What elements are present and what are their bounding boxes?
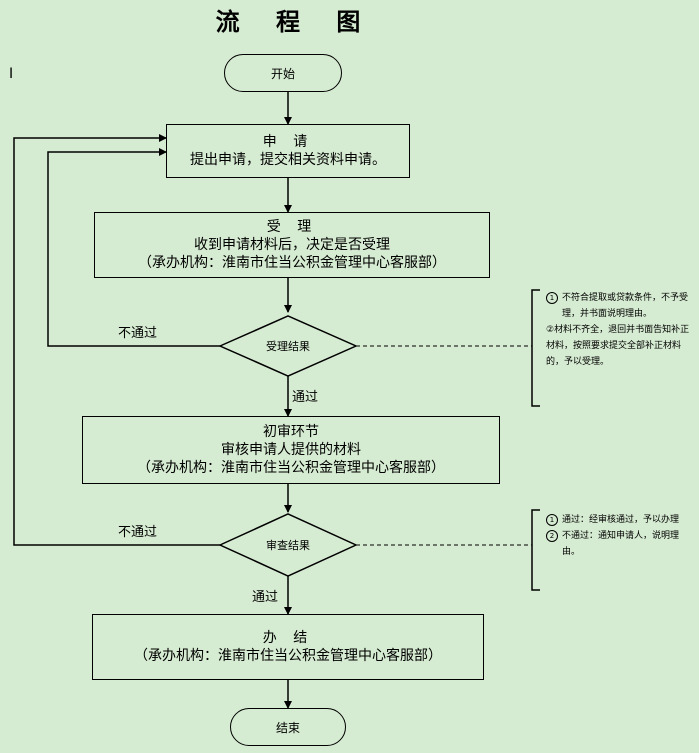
note-accept-bracket xyxy=(531,289,540,407)
review-title: 初审环节 xyxy=(263,424,319,440)
accept-node: 受 理 收到申请材料后，决定是否受理 （承办机构：淮南市住当公积金管理中心客服部… xyxy=(94,212,490,278)
apply-desc: 提出申请，提交相关资料申请。 xyxy=(190,152,386,168)
page-title: 流 程 图 xyxy=(215,8,375,36)
accept-note-item-2: ②材料不齐全，退回并书面告知补正材料，按照要求提交全部补正材料的，予以受理。 xyxy=(546,325,690,367)
accept-result-label-box: 受理结果 xyxy=(240,336,336,356)
loop-review-fail xyxy=(13,134,220,546)
accept-title: 受 理 xyxy=(266,219,318,235)
handle-title: 办 结 xyxy=(262,630,314,646)
handle-node: 办 结 （承办机构：淮南市住当公积金管理中心客服部） xyxy=(92,614,484,680)
review-result-label: 审查结果 xyxy=(266,539,310,552)
review-org: （承办机构：淮南市住当公积金管理中心客服部） xyxy=(137,460,445,476)
review-note: 1 通过：经审核通过，予以办理 2 不通过：通知申请人，说明理由。 xyxy=(546,512,692,560)
edge-label-fail-review: 不通过 xyxy=(118,525,158,540)
apply-node: 申 请 提出申请，提交相关资料申请。 xyxy=(166,124,410,178)
note-review-bracket xyxy=(531,509,540,591)
edge-label-pass-accept: 通过 xyxy=(292,390,319,405)
end-node: 结束 xyxy=(230,708,346,746)
note-number-badge: 1 xyxy=(546,514,558,526)
start-node: 开始 xyxy=(224,54,342,92)
start-label: 开始 xyxy=(270,66,295,81)
note-number-badge: 1 xyxy=(546,292,558,304)
apply-title: 申 请 xyxy=(262,134,314,150)
edge-label-fail-accept: 不通过 xyxy=(118,326,158,341)
review-node: 初审环节 审核申请人提供的材料 （承办机构：淮南市住当公积金管理中心客服部） xyxy=(82,416,500,484)
review-note-item-2: 不通过：通知申请人，说明理由。 xyxy=(562,531,680,557)
review-desc: 审核申请人提供的材料 xyxy=(221,442,361,458)
accept-org: （承办机构：淮南市住当公积金管理中心客服部） xyxy=(138,255,446,271)
end-label: 结束 xyxy=(275,720,300,735)
edge-label-pass-review: 通过 xyxy=(252,590,279,605)
note-number-badge: 2 xyxy=(546,530,558,542)
accept-note: 1 不符合提取或贷款条件，不予受理，并书面说明理由。 ②材料不齐全，退回并书面告… xyxy=(546,290,696,370)
handle-org: （承办机构：淮南市住当公积金管理中心客服部） xyxy=(134,648,442,664)
loop-accept-fail xyxy=(47,148,220,347)
accept-note-item-1: 不符合提取或贷款条件，不予受理，并书面说明理由。 xyxy=(562,293,689,319)
accept-desc: 收到申请材料后，决定是否受理 xyxy=(194,237,390,253)
margin-marker: I xyxy=(9,66,14,82)
accept-result-label: 受理结果 xyxy=(266,340,310,353)
review-note-item-1: 通过：经审核通过，予以办理 xyxy=(562,515,680,525)
review-result-label-box: 审查结果 xyxy=(240,535,336,555)
